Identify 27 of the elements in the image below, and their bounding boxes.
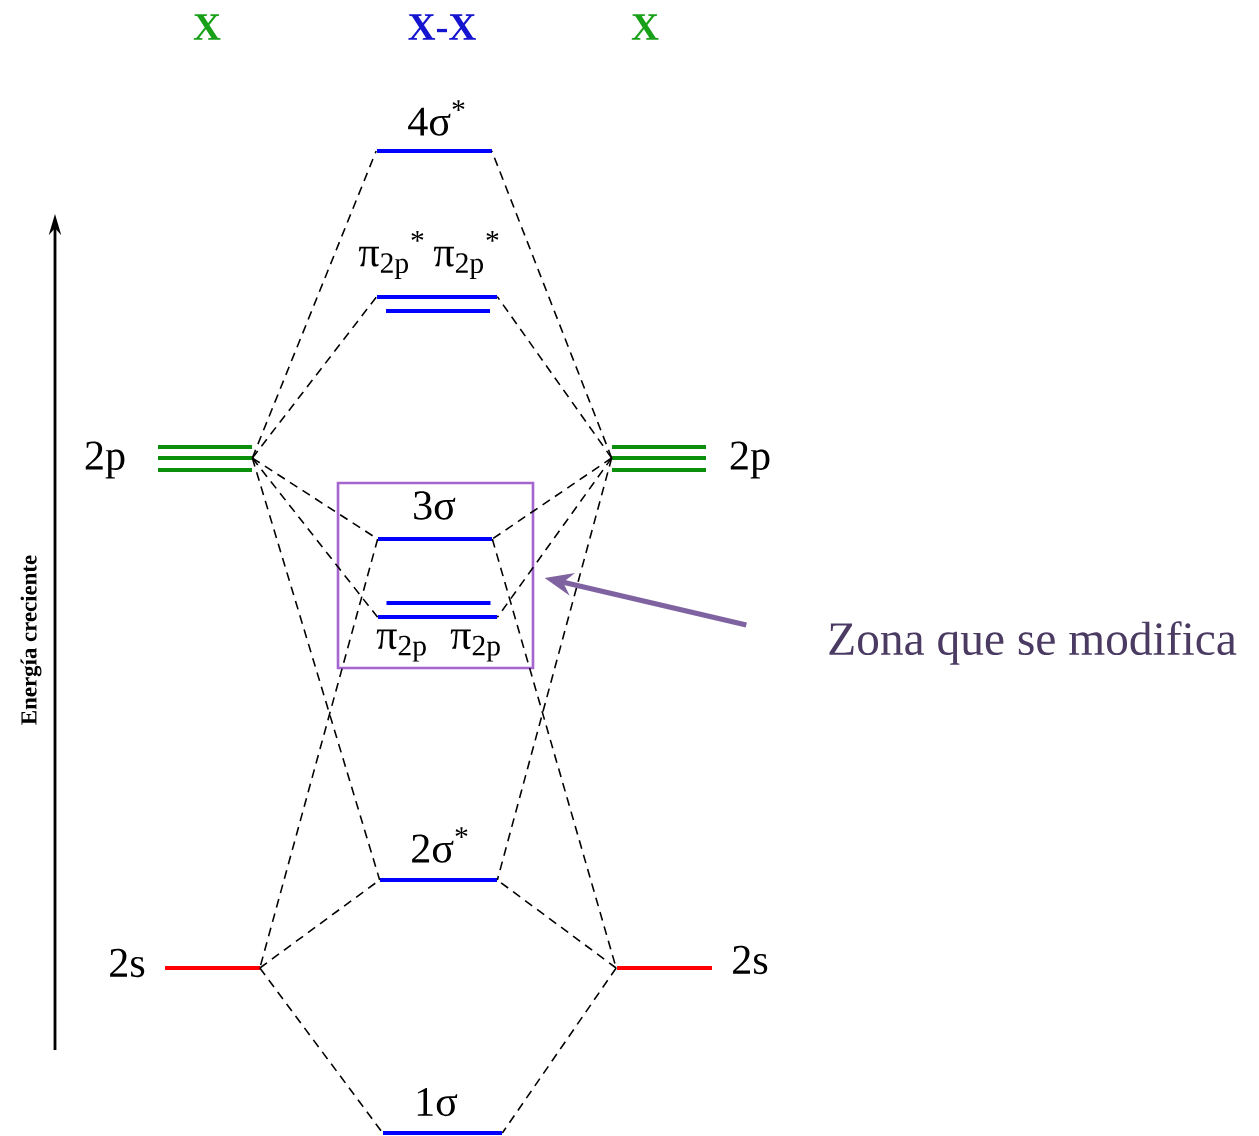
- energy-level: 2p: [85, 441, 252, 479]
- highlight-box: [336, 481, 535, 670]
- connector-line: [496, 457, 613, 881]
- column-heading: X-X: [408, 14, 476, 40]
- energy-level: 2s: [110, 948, 260, 978]
- energy-level: π$_{2p}$ π$_{2p}$: [376, 600, 500, 662]
- energy-level: π$_{2p}$* π$_{2p}$*: [358, 231, 499, 314]
- connector-line: [259, 967, 384, 1134]
- column-heading: X: [631, 14, 659, 40]
- connector-line: [496, 457, 613, 619]
- connector-line: [501, 967, 617, 1134]
- connector-line: [491, 150, 613, 459]
- connector-line: [251, 150, 377, 459]
- column-heading: X: [193, 14, 221, 40]
- connector-line: [251, 295, 378, 459]
- energy-level: 2p: [612, 441, 770, 479]
- connector-line: [251, 457, 379, 619]
- callout-text: Zona que se modifica: [829, 621, 1237, 665]
- axis-title: Energía creciente: [20, 555, 42, 725]
- connector-line: [496, 295, 613, 459]
- connector-line: [251, 457, 381, 881]
- energy-level: 4σ$^{*}$: [377, 100, 492, 154]
- energy-level: 2σ$^{*}$: [380, 827, 497, 883]
- energy-level: 3σ: [378, 491, 492, 542]
- energy-level: 2s: [617, 945, 768, 975]
- energy-level: 1σ: [383, 1087, 502, 1136]
- connector-line: [491, 457, 613, 540]
